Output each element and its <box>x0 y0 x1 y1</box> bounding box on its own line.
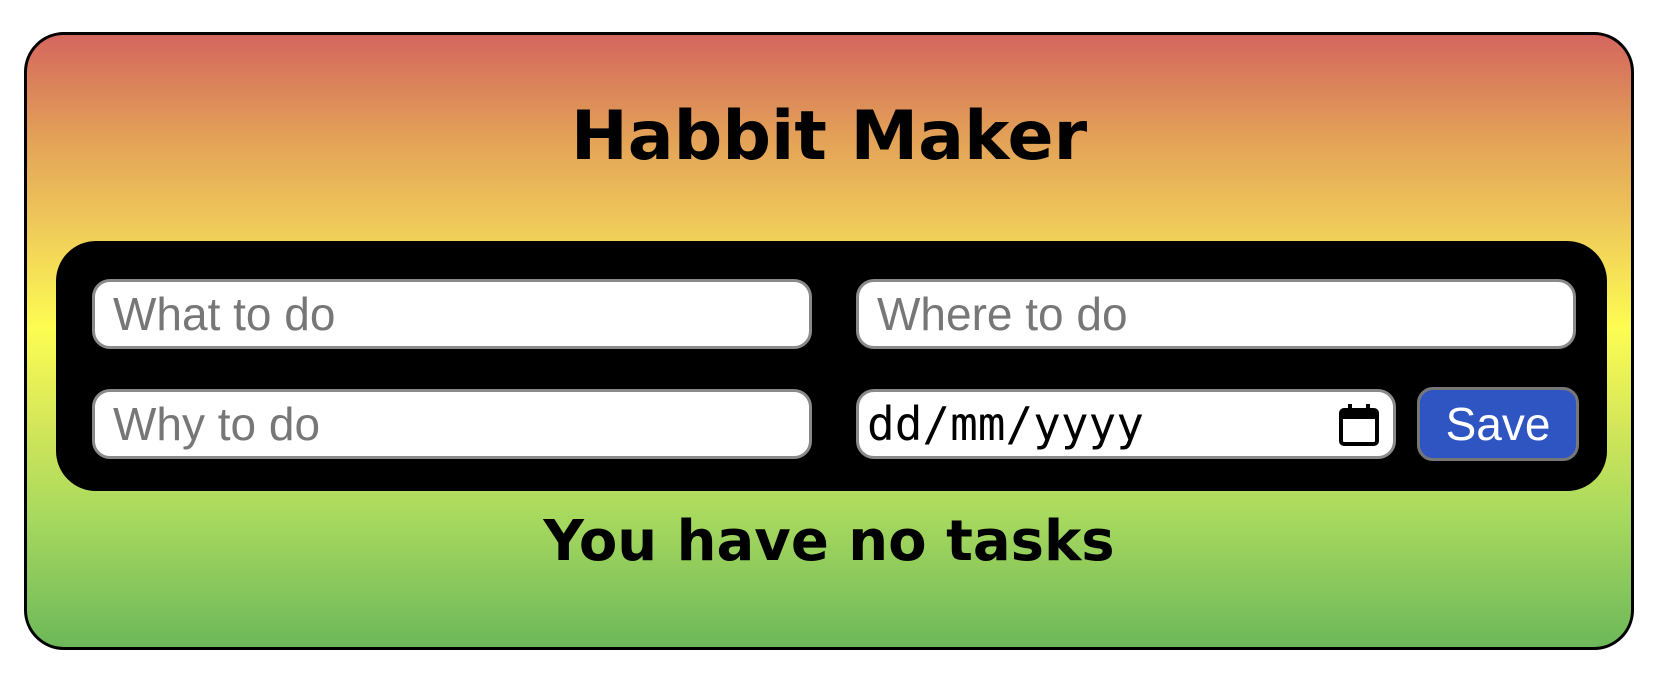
save-button[interactable]: Save <box>1417 387 1579 461</box>
page-title: Habbit Maker <box>570 97 1088 176</box>
what-input[interactable] <box>92 279 812 349</box>
task-form: dd/mm/yyyy Save <box>56 241 1607 491</box>
where-input[interactable] <box>856 279 1576 349</box>
empty-tasks-message: You have no tasks <box>543 509 1115 574</box>
date-input[interactable]: dd/mm/yyyy <box>856 389 1396 459</box>
calendar-icon[interactable] <box>1337 402 1381 448</box>
habit-card: Habbit Maker dd/mm/yyyy Save You have no… <box>24 32 1634 650</box>
why-input[interactable] <box>92 389 812 459</box>
date-placeholder: dd/mm/yyyy <box>867 397 1144 451</box>
